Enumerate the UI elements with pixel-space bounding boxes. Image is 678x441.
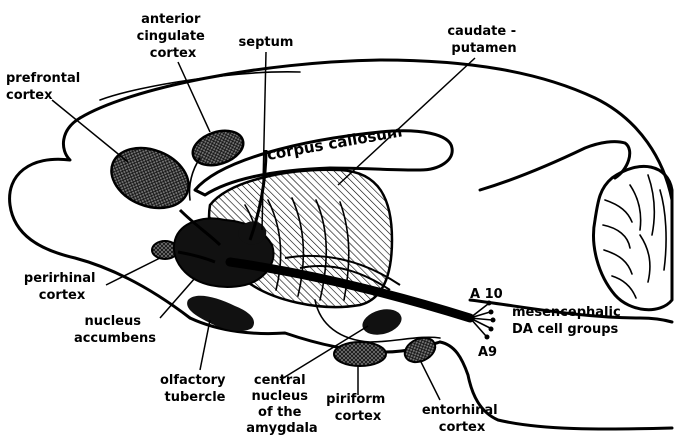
label-central-amygdala: central nucleus of the amygdala bbox=[246, 373, 317, 436]
olfactory-tubercle-region bbox=[187, 296, 254, 331]
label-olfactory-tubercle: olfactory tubercle bbox=[160, 373, 230, 405]
cerebellum bbox=[594, 166, 672, 309]
prefrontal-cortex-region bbox=[102, 137, 197, 219]
cingulate-connector bbox=[189, 158, 200, 200]
label-septum: septum bbox=[239, 35, 294, 50]
anterior-cingulate-region bbox=[188, 125, 247, 172]
piriform-region bbox=[334, 342, 386, 366]
leader-accumbens bbox=[160, 278, 195, 318]
leader-entorhinal bbox=[420, 360, 440, 400]
label-piriform-cortex: piriform cortex bbox=[326, 392, 390, 424]
leader-olfactory bbox=[200, 320, 210, 370]
label-corpus-callosum: corpus callosum bbox=[266, 122, 404, 164]
label-entorhinal-cortex: entorhinal cortex bbox=[422, 403, 502, 435]
leader-caudate bbox=[338, 58, 475, 185]
central-amygdala-region bbox=[360, 305, 405, 339]
label-caudate-putamen: caudate - putamen bbox=[447, 24, 520, 56]
label-mesencephalic: mesencephalic DA cell groups bbox=[512, 305, 625, 337]
label-a10: A 10 bbox=[470, 287, 503, 302]
label-prefrontal-cortex: prefrontal cortex bbox=[6, 71, 85, 103]
label-a9: A9 bbox=[478, 345, 497, 360]
da-cell-fan bbox=[470, 301, 496, 340]
leader-anterior-cingulate bbox=[178, 62, 210, 132]
label-nucleus-accumbens: nucleus accumbens bbox=[74, 314, 156, 346]
label-anterior-cingulate: anterior cingulate cortex bbox=[137, 12, 210, 61]
label-perirhinal-cortex: perirhinal cortex bbox=[24, 271, 100, 303]
olfactory-bulb-outline bbox=[10, 118, 190, 318]
